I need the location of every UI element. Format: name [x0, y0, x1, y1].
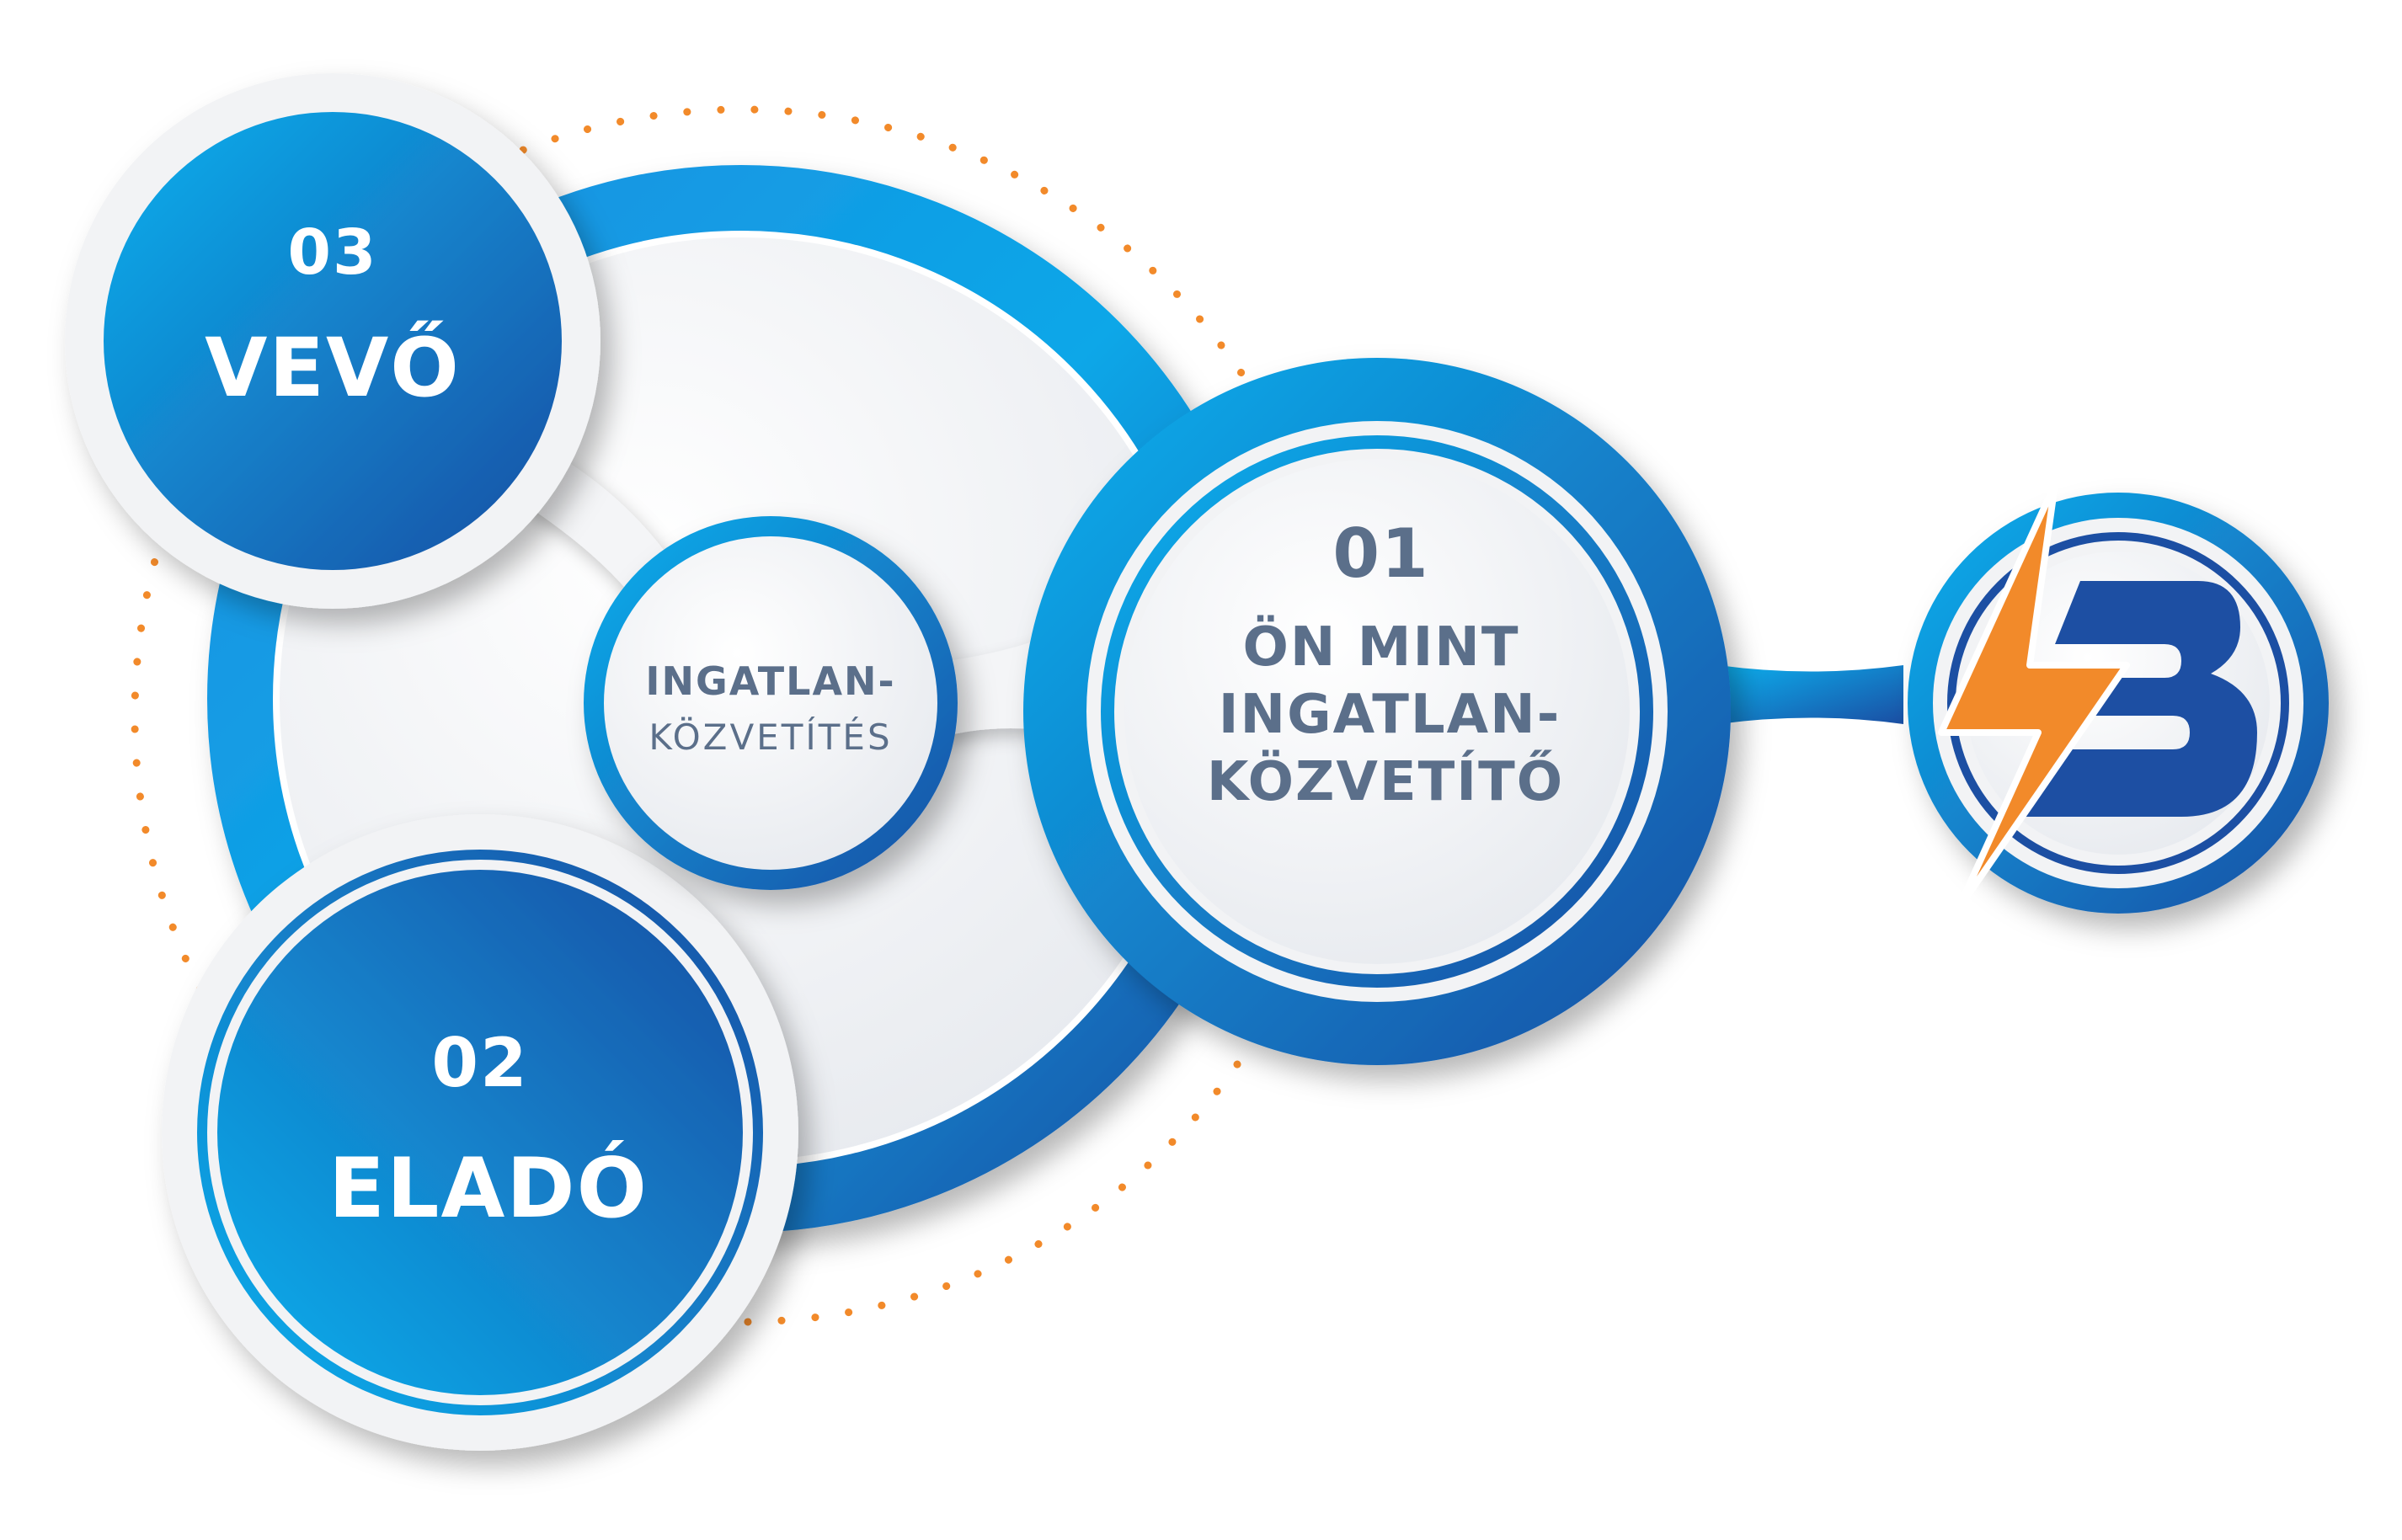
center-line2: KÖZVETÍTÉS	[649, 716, 892, 758]
buyer-node	[65, 73, 600, 609]
seller-label: ELADÓ	[328, 1139, 649, 1237]
center-node	[584, 516, 958, 890]
seller-number: 02	[431, 1024, 528, 1102]
agent-node	[1023, 358, 1731, 1065]
center-line1: INGATLAN-	[645, 658, 895, 704]
lightning-b-logo	[1938, 481, 2257, 913]
b-letter-icon	[2026, 581, 2257, 817]
agent-line2: INGATLAN-	[1219, 684, 1561, 746]
agent-line3: KÖZVETÍTŐ	[1207, 749, 1564, 813]
lightning-bolt-icon	[1938, 481, 2130, 913]
logo-connector	[1718, 665, 1903, 724]
buyer-number: 03	[288, 216, 378, 289]
agent-line1: ÖN MINT	[1243, 615, 1520, 679]
agent-number: 01	[1332, 514, 1429, 593]
seller-node	[162, 814, 798, 1451]
buyer-label: VEVŐ	[205, 320, 461, 415]
